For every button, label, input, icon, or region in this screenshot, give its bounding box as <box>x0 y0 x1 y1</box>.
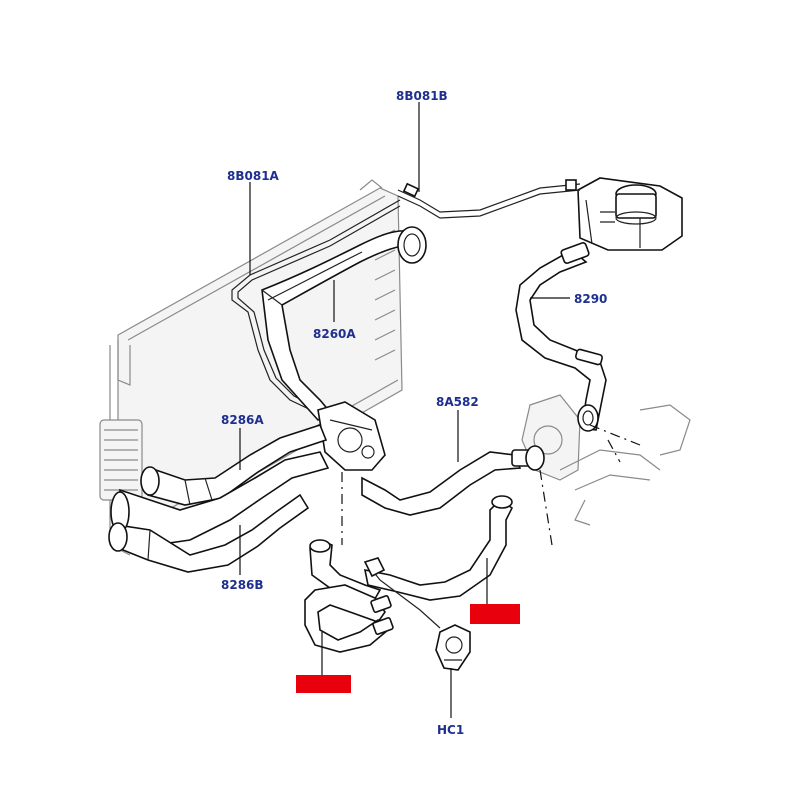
highlight-block-left <box>296 675 351 693</box>
label-8a582: 8A582 <box>436 395 479 409</box>
expansion-tank <box>577 177 683 251</box>
label-8260a: 8260A <box>313 327 356 341</box>
label-8286a: 8286A <box>221 413 264 427</box>
lower-hose-assembly <box>304 495 514 653</box>
hose-8286a <box>140 424 328 506</box>
leader-lines <box>239 102 570 718</box>
water-pump-housing <box>521 394 691 526</box>
thermostat-housing <box>317 401 386 471</box>
hose-8260a <box>261 226 427 422</box>
assembly-lines <box>341 424 641 546</box>
label-8286b: 8286B <box>221 578 264 592</box>
label-hc1: HC1 <box>437 723 464 737</box>
label-8b081b: 8B081B <box>396 89 448 103</box>
hose-8290 <box>515 242 607 432</box>
label-8290: 8290 <box>574 292 607 306</box>
label-8b081a: 8B081A <box>227 169 280 183</box>
bleed-pipe-8b081a <box>231 199 401 413</box>
hose-8286b <box>108 451 330 573</box>
hc1-valve <box>435 624 471 671</box>
hose-8a582 <box>361 445 545 516</box>
highlight-block-right <box>470 604 520 624</box>
bleed-pipe-8b081b <box>397 179 581 219</box>
